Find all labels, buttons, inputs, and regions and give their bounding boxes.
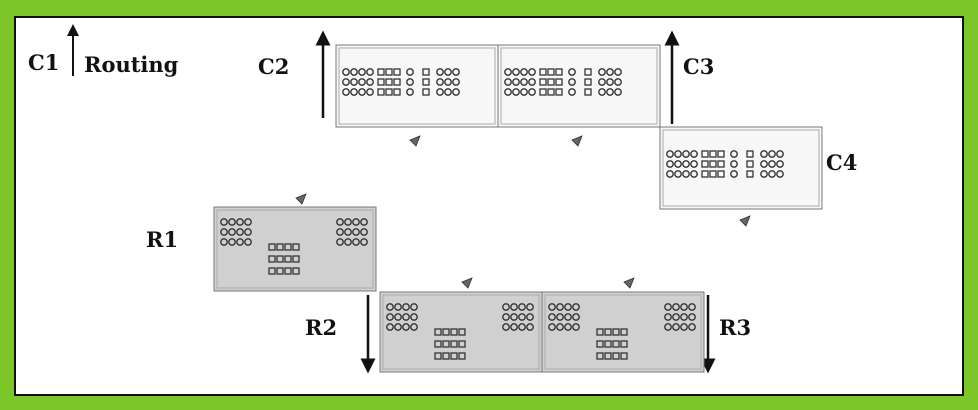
label-c3: C3	[683, 54, 714, 79]
label-c4: C4	[826, 150, 857, 175]
node-r2-left	[380, 278, 542, 372]
flag-icon	[410, 136, 420, 146]
node-c2-left	[336, 45, 498, 146]
node-r2-right	[542, 278, 704, 372]
label-r2: R2	[305, 315, 337, 340]
node-r1	[214, 194, 376, 291]
node-c4	[660, 127, 822, 226]
title-routing: Routing	[84, 52, 179, 77]
label-c2: C2	[258, 54, 289, 79]
label-r1: R1	[146, 227, 178, 252]
node-c2-right	[498, 45, 660, 146]
flag-icon	[624, 278, 634, 288]
flag-icon	[740, 216, 750, 226]
flag-icon	[296, 194, 306, 204]
flag-icon	[462, 278, 472, 288]
label-r3: R3	[719, 315, 751, 340]
label-c1: C1	[28, 50, 59, 75]
flag-icon	[572, 136, 582, 146]
